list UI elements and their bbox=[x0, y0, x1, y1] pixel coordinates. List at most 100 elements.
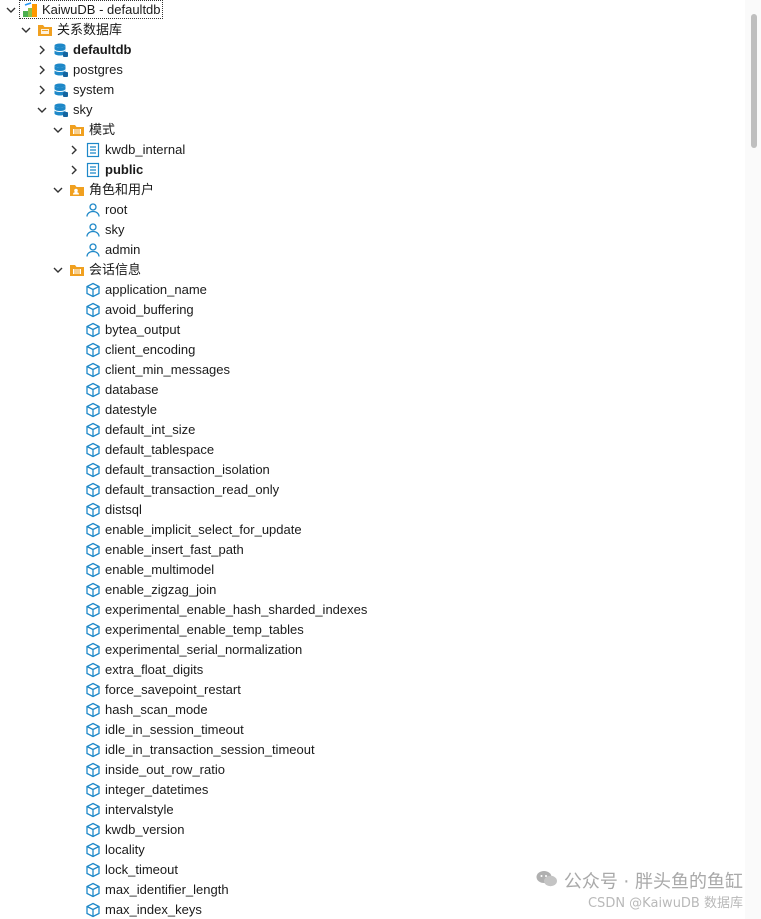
tree-item-roles-folder[interactable]: 角色和用户 bbox=[0, 180, 740, 200]
tree-item-session-var[interactable]: idle_in_session_timeout bbox=[0, 720, 740, 740]
chevron-down-icon[interactable] bbox=[52, 260, 64, 280]
tree-item-label: hash_scan_mode bbox=[105, 702, 208, 717]
tree-item-label: locality bbox=[105, 842, 145, 857]
tree-item-label: integer_datetimes bbox=[105, 782, 209, 797]
tree-item-session-var[interactable]: application_name bbox=[0, 280, 740, 300]
tree-item-label: experimental_enable_temp_tables bbox=[105, 622, 304, 637]
tree-item-session-var[interactable]: avoid_buffering bbox=[0, 300, 740, 320]
tree-item-label: client_encoding bbox=[105, 342, 196, 357]
tree-item-session-folder[interactable]: 会话信息 bbox=[0, 260, 740, 280]
tree-item-label: default_transaction_read_only bbox=[105, 482, 280, 497]
chevron-down-icon[interactable] bbox=[5, 0, 17, 20]
tree-item-label: 角色和用户 bbox=[89, 182, 155, 197]
chevron-right-icon[interactable] bbox=[36, 60, 48, 80]
tree-item-label: lock_timeout bbox=[105, 862, 178, 877]
folder-users-icon bbox=[69, 182, 85, 198]
focus-outline bbox=[19, 0, 163, 19]
tree-item-session-var[interactable]: max_identifier_length bbox=[0, 880, 740, 900]
tree-item-user-sky[interactable]: sky bbox=[0, 220, 740, 240]
tree-item-connection[interactable]: KaiwuDB - defaultdb bbox=[0, 0, 740, 20]
property-cube-icon bbox=[85, 322, 101, 338]
property-cube-icon bbox=[85, 882, 101, 898]
chevron-down-icon[interactable] bbox=[52, 180, 64, 200]
tree-item-label: system bbox=[73, 82, 115, 97]
tree-item-session-var[interactable]: datestyle bbox=[0, 400, 740, 420]
tree-item-session-var[interactable]: enable_implicit_select_for_update bbox=[0, 520, 740, 540]
tree-item-database-system[interactable]: system bbox=[0, 80, 740, 100]
tree-item-database-defaultdb[interactable]: defaultdb bbox=[0, 40, 740, 60]
chevron-down-icon[interactable] bbox=[20, 20, 32, 40]
tree-item-user-admin[interactable]: admin bbox=[0, 240, 740, 260]
tree-item-session-var[interactable]: distsql bbox=[0, 500, 740, 520]
tree-item-database-postgres[interactable]: postgres bbox=[0, 60, 740, 80]
chevron-down-icon[interactable] bbox=[36, 100, 48, 120]
property-cube-icon bbox=[85, 862, 101, 878]
property-cube-icon bbox=[85, 282, 101, 298]
scrollbar-thumb[interactable] bbox=[751, 14, 757, 148]
tree-item-session-var[interactable]: database bbox=[0, 380, 740, 400]
property-cube-icon bbox=[85, 762, 101, 778]
chevron-right-icon[interactable] bbox=[68, 140, 80, 160]
tree-item-session-var[interactable]: extra_float_digits bbox=[0, 660, 740, 680]
tree-item-session-var[interactable]: kwdb_version bbox=[0, 820, 740, 840]
tree-item-session-var[interactable]: force_savepoint_restart bbox=[0, 680, 740, 700]
property-cube-icon bbox=[85, 462, 101, 478]
tree-item-label: kwdb_internal bbox=[105, 142, 186, 157]
tree-item-session-var[interactable]: enable_zigzag_join bbox=[0, 580, 740, 600]
folder-schema-icon bbox=[69, 122, 85, 138]
tree-item-session-var[interactable]: hash_scan_mode bbox=[0, 700, 740, 720]
chevron-right-icon[interactable] bbox=[36, 80, 48, 100]
tree-item-label: default_int_size bbox=[105, 422, 196, 437]
tree-item-label: inside_out_row_ratio bbox=[105, 762, 225, 777]
property-cube-icon bbox=[85, 642, 101, 658]
chevron-right-icon[interactable] bbox=[36, 40, 48, 60]
tree-item-databases-folder[interactable]: 关系数据库 bbox=[0, 20, 740, 40]
folder-database-icon bbox=[37, 22, 53, 38]
tree-item-session-var[interactable]: experimental_serial_normalization bbox=[0, 640, 740, 660]
tree-item-schema-folder[interactable]: 模式 bbox=[0, 120, 740, 140]
tree-item-session-var[interactable]: client_encoding bbox=[0, 340, 740, 360]
tree-item-session-var[interactable]: default_transaction_isolation bbox=[0, 460, 740, 480]
tree-item-session-var[interactable]: bytea_output bbox=[0, 320, 740, 340]
tree-item-session-var[interactable]: idle_in_transaction_session_timeout bbox=[0, 740, 740, 760]
vertical-scrollbar[interactable] bbox=[745, 0, 761, 919]
tree-item-schema-kwdb_internal[interactable]: kwdb_internal bbox=[0, 140, 740, 160]
chevron-down-icon[interactable] bbox=[52, 120, 64, 140]
tree-item-label: enable_multimodel bbox=[105, 562, 215, 577]
chevron-right-icon[interactable] bbox=[68, 160, 80, 180]
property-cube-icon bbox=[85, 702, 101, 718]
tree-item-label: force_savepoint_restart bbox=[105, 682, 241, 697]
watermark-line2: CSDN @KaiwuDB 数据库 bbox=[587, 896, 743, 911]
tree-item-session-var[interactable]: locality bbox=[0, 840, 740, 860]
tree-item-user-root[interactable]: root bbox=[0, 200, 740, 220]
tree-item-session-var[interactable]: enable_insert_fast_path bbox=[0, 540, 740, 560]
tree-item-session-var[interactable]: experimental_enable_hash_sharded_indexes bbox=[0, 600, 740, 620]
tree-item-label: sky bbox=[73, 102, 93, 117]
tree-item-session-var[interactable]: default_int_size bbox=[0, 420, 740, 440]
property-cube-icon bbox=[85, 522, 101, 538]
tree-item-schema-public[interactable]: public bbox=[0, 160, 740, 180]
tree-item-session-var[interactable]: lock_timeout bbox=[0, 860, 740, 880]
tree-item-session-var[interactable]: default_tablespace bbox=[0, 440, 740, 460]
tree-item-label: idle_in_transaction_session_timeout bbox=[105, 742, 315, 757]
tree-item-session-var[interactable]: integer_datetimes bbox=[0, 780, 740, 800]
tree-item-session-var[interactable]: experimental_enable_temp_tables bbox=[0, 620, 740, 640]
tree-item-session-var[interactable]: intervalstyle bbox=[0, 800, 740, 820]
kaiwudb-connection-icon bbox=[22, 2, 38, 18]
wechat-logo-icon bbox=[536, 870, 558, 895]
property-cube-icon bbox=[85, 442, 101, 458]
watermark: 公众号 · 胖头鱼的鱼缸 CSDN @KaiwuDB 数据库 bbox=[536, 870, 743, 913]
tree-item-session-var[interactable]: enable_multimodel bbox=[0, 560, 740, 580]
tree-item-database-sky[interactable]: sky bbox=[0, 100, 740, 120]
tree-item-session-var[interactable]: inside_out_row_ratio bbox=[0, 760, 740, 780]
tree-item-label: default_transaction_isolation bbox=[105, 462, 270, 477]
property-cube-icon bbox=[85, 602, 101, 618]
tree-item-session-var[interactable]: max_index_keys bbox=[0, 900, 740, 919]
tree-item-label: database bbox=[105, 382, 159, 397]
tree-item-label: kwdb_version bbox=[105, 822, 185, 837]
tree-item-label: postgres bbox=[73, 62, 123, 77]
property-cube-icon bbox=[85, 362, 101, 378]
tree-item-session-var[interactable]: client_min_messages bbox=[0, 360, 740, 380]
tree-item-session-var[interactable]: default_transaction_read_only bbox=[0, 480, 740, 500]
